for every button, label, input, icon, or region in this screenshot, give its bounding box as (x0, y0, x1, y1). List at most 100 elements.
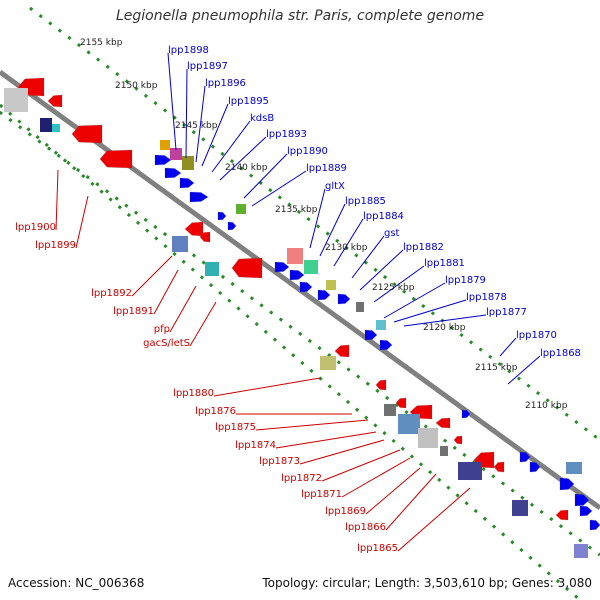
feature-box (440, 446, 448, 456)
reverse-gene-label-leader (275, 431, 377, 449)
kbp-tick-label: 2145 kbp (175, 121, 218, 131)
kbp-tick-label: 2135 kbp (275, 205, 318, 215)
forward-gene-label: gst (384, 228, 400, 239)
reverse-gene-label-leader (153, 269, 179, 315)
reverse-gene (375, 379, 387, 391)
forward-gene-label-leader (499, 337, 517, 357)
forward-gene-label-leader (211, 120, 251, 173)
scale-tick-line-2 (0, 103, 581, 600)
reverse-gene (334, 344, 350, 358)
forward-gene-label: gltX (325, 181, 345, 192)
reverse-gene-label-leader (75, 195, 89, 249)
kbp-tick-label: 2115 kbp (475, 363, 518, 373)
forward-gene-label-leader (219, 136, 267, 181)
forward-gene-label: lpp1882 (403, 242, 444, 253)
forward-gene (379, 339, 393, 351)
feature-box (384, 404, 396, 416)
reverse-gene-label: lpp1900 (15, 222, 56, 233)
forward-gene (217, 211, 227, 221)
reverse-gene (47, 94, 63, 108)
feature-box (287, 248, 303, 264)
reverse-gene-label: lpp1874 (235, 440, 276, 451)
forward-gene (337, 293, 351, 305)
reverse-gene-label: lpp1873 (259, 456, 300, 467)
forward-gene (164, 167, 182, 179)
feature-box (4, 88, 28, 112)
reverse-gene (395, 397, 407, 409)
forward-gene-label: lpp1879 (445, 275, 486, 286)
forward-gene (559, 477, 575, 491)
forward-gene-label-leader (251, 170, 307, 207)
feature-box (320, 356, 336, 370)
reverse-gene-label: lpp1866 (345, 522, 386, 533)
reverse-gene-label: gacS/letS (143, 338, 190, 349)
reverse-gene-label: lpp1872 (281, 473, 322, 484)
forward-gene-label: lpp1889 (306, 163, 347, 174)
reverse-gene-label-leader (131, 255, 173, 297)
map-title: Legionella pneumophila str. Paris, compl… (115, 8, 485, 24)
forward-gene (529, 461, 541, 473)
reverse-gene-label-leader (55, 169, 59, 231)
forward-gene (189, 191, 209, 203)
reverse-gene-label: lpp1892 (91, 288, 132, 299)
accession-text: Accession: NC_006368 (8, 576, 145, 590)
forward-gene-label-leader (373, 265, 425, 303)
kbp-tick-label: 2155 kbp (80, 38, 123, 48)
forward-gene-label: lpp1895 (228, 96, 269, 107)
feature-box (236, 204, 246, 214)
reverse-gene-label: lpp1865 (357, 543, 398, 554)
kbp-tick-label: 2130 kbp (325, 243, 368, 253)
reverse-gene-label-leader (189, 301, 217, 347)
kbp-tick-label: 2125 kbp (372, 283, 415, 293)
kbp-tick-label: 2150 kbp (115, 81, 158, 91)
forward-gene-label-leader (383, 282, 446, 319)
reverse-gene (453, 435, 463, 445)
reverse-gene-label-leader (385, 473, 437, 531)
forward-gene-label: lpp1878 (466, 292, 507, 303)
reverse-gene (199, 231, 211, 243)
reverse-gene-label: lpp1876 (195, 406, 236, 417)
reverse-gene-label: pfp (154, 324, 170, 335)
feature-box (170, 148, 182, 160)
reverse-gene (435, 417, 451, 429)
forward-gene-label: lpp1877 (486, 307, 527, 318)
forward-gene (574, 493, 590, 507)
reverse-gene-label-leader (299, 439, 385, 465)
forward-gene-label: lpp1870 (516, 330, 557, 341)
reverse-gene (99, 149, 133, 169)
feature-box (574, 544, 588, 558)
forward-gene-label-leader (507, 355, 541, 385)
reverse-gene-label-leader (213, 377, 321, 397)
forward-gene-label-leader (195, 85, 206, 163)
forward-gene (317, 289, 331, 301)
forward-gene-label: lpp1890 (287, 146, 328, 157)
feature-box (52, 124, 60, 132)
forward-gene (519, 451, 531, 463)
feature-box (398, 414, 420, 434)
kbp-tick-label: 2110 kbp (525, 401, 568, 411)
kbp-tick-label: 2120 kbp (423, 323, 466, 333)
forward-gene (579, 505, 593, 517)
reverse-gene-label: lpp1899 (35, 240, 76, 251)
reverse-gene-label: lpp1880 (173, 388, 214, 399)
reverse-gene-label-leader (365, 467, 421, 515)
forward-gene-label-leader (201, 103, 229, 167)
forward-gene (299, 281, 313, 293)
forward-gene (227, 221, 237, 231)
forward-gene-label: lpp1897 (187, 61, 228, 72)
reverse-gene (555, 509, 569, 521)
forward-gene-label: lpp1896 (205, 78, 246, 89)
reverse-gene-label-leader (255, 419, 369, 431)
forward-gene (589, 519, 600, 531)
feature-box (160, 140, 170, 150)
reverse-gene-label-leader (321, 449, 401, 482)
reverse-gene (493, 461, 505, 473)
feature-box (418, 428, 438, 448)
forward-gene-label-leader (185, 68, 188, 159)
feature-box (376, 320, 386, 330)
feature-box (512, 500, 528, 516)
reverse-gene (184, 221, 204, 237)
forward-gene-label: lpp1885 (345, 196, 386, 207)
